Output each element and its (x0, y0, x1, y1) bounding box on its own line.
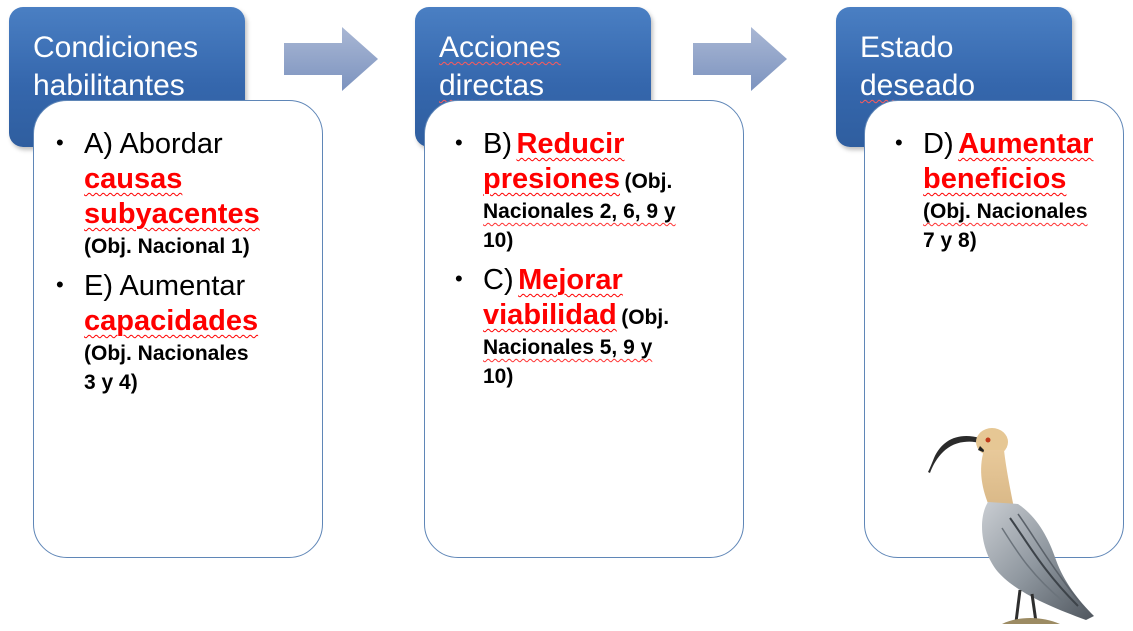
item-detail: (Obj. (624, 170, 673, 193)
item-detail: (Obj. Nacionales (84, 342, 249, 365)
item-highlight: beneficios (923, 163, 1067, 195)
bullet-icon: • (455, 130, 463, 155)
item-list: • A) Abordar causas subyacentes (Obj. Na… (56, 127, 322, 397)
header-line-1: Estado (860, 31, 954, 64)
item-list: • B) Reducir presiones (Obj. Nacionales … (455, 127, 743, 391)
list-item: • B) Reducir presiones (Obj. Nacionales … (455, 127, 743, 255)
item-detail: 3 y 4) (84, 371, 138, 394)
item-detail: Nacionales 5, 9 y (483, 336, 653, 359)
header-line-1: Condiciones (33, 31, 199, 64)
right-arrow-icon (693, 27, 787, 91)
item-detail: (Obj. (621, 306, 670, 329)
header-line-2: habilitantes (33, 69, 185, 102)
bullet-icon: • (56, 272, 64, 297)
item-detail: (Obj. Nacionales (923, 200, 1088, 223)
bullet-icon: • (455, 266, 463, 291)
item-lead: B) (483, 128, 512, 160)
header-line-2: directas (439, 69, 545, 102)
item-lead: A) Abordar (84, 128, 223, 160)
item-highlight: Aumentar (958, 128, 1094, 160)
item-lead: D) (923, 128, 954, 160)
item-lead: C) (483, 264, 514, 296)
box-condiciones-habilitantes: • A) Abordar causas subyacentes (Obj. Na… (33, 100, 323, 558)
item-highlight: subyacentes (84, 198, 260, 230)
item-highlight: presiones (483, 163, 620, 195)
item-highlight: Reducir (516, 128, 625, 160)
item-detail: 7 y 8) (923, 229, 977, 252)
item-detail: (Obj. Nacional 1) (84, 235, 250, 258)
bullet-icon: • (895, 130, 903, 155)
list-item: • D) Aumentar beneficios (Obj. Nacionale… (895, 127, 1123, 255)
header-line-1: Acciones (439, 31, 561, 64)
item-highlight: causas (84, 163, 183, 195)
item-detail: Nacionales 2, 6, 9 y (483, 200, 676, 223)
item-highlight: viabilidad (483, 299, 617, 331)
item-highlight: capacidades (84, 305, 259, 337)
item-list: • D) Aumentar beneficios (Obj. Nacionale… (895, 127, 1123, 255)
item-lead: E) Aumentar (84, 270, 246, 302)
item-detail: 10) (483, 229, 514, 252)
item-highlight: Mejorar (518, 264, 623, 296)
list-item: • E) Aumentar capacidades (Obj. Nacional… (56, 269, 322, 397)
list-item: • A) Abordar causas subyacentes (Obj. Na… (56, 127, 322, 261)
item-detail: 10) (483, 365, 514, 388)
bullet-icon: • (56, 130, 64, 155)
ibis-bird-illustration (928, 428, 1094, 624)
list-item: • C) Mejorar viabilidad (Obj. Nacionales… (455, 263, 743, 391)
right-arrow-icon (284, 27, 378, 91)
header-line-2: deseado (860, 69, 976, 102)
box-acciones-directas: • B) Reducir presiones (Obj. Nacionales … (424, 100, 744, 558)
